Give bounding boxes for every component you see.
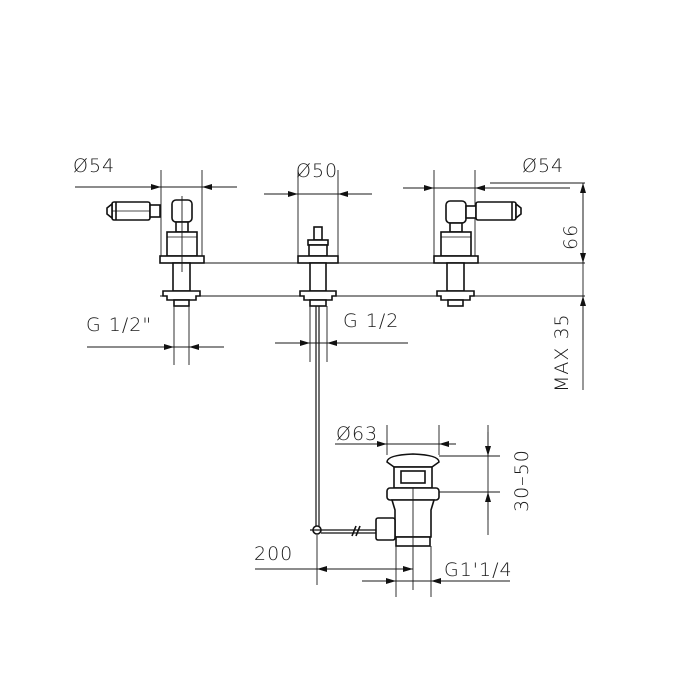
spout-thread-label: G 1/2 xyxy=(343,310,399,332)
spout-diameter-label: Ø50 xyxy=(296,160,338,182)
center-spout-body xyxy=(264,170,372,307)
waste-thread-label: G1'1/4 xyxy=(444,559,513,581)
max-deck-thickness-label: MAX 35 xyxy=(551,313,573,392)
left-thread-label: G 1/2" xyxy=(86,314,152,336)
spout-thread-dimension xyxy=(275,306,408,362)
pop-up-rod xyxy=(310,306,384,537)
left-thread-dimension xyxy=(87,306,224,365)
left-handle-diameter-label: Ø54 xyxy=(73,155,115,177)
right-handle-valve xyxy=(403,170,570,307)
deck-surface-lines xyxy=(160,182,585,297)
rod-distance-label: 200 xyxy=(254,543,293,565)
handle-height-label: 66 xyxy=(560,224,582,250)
pop-up-waste xyxy=(335,425,500,590)
bottom-dimensions xyxy=(255,535,510,597)
left-handle-valve xyxy=(75,170,237,307)
right-handle-diameter-label: Ø54 xyxy=(522,155,564,177)
waste-diameter-label: Ø63 xyxy=(336,423,378,445)
waste-height-range-label: 30–50 xyxy=(511,449,533,512)
